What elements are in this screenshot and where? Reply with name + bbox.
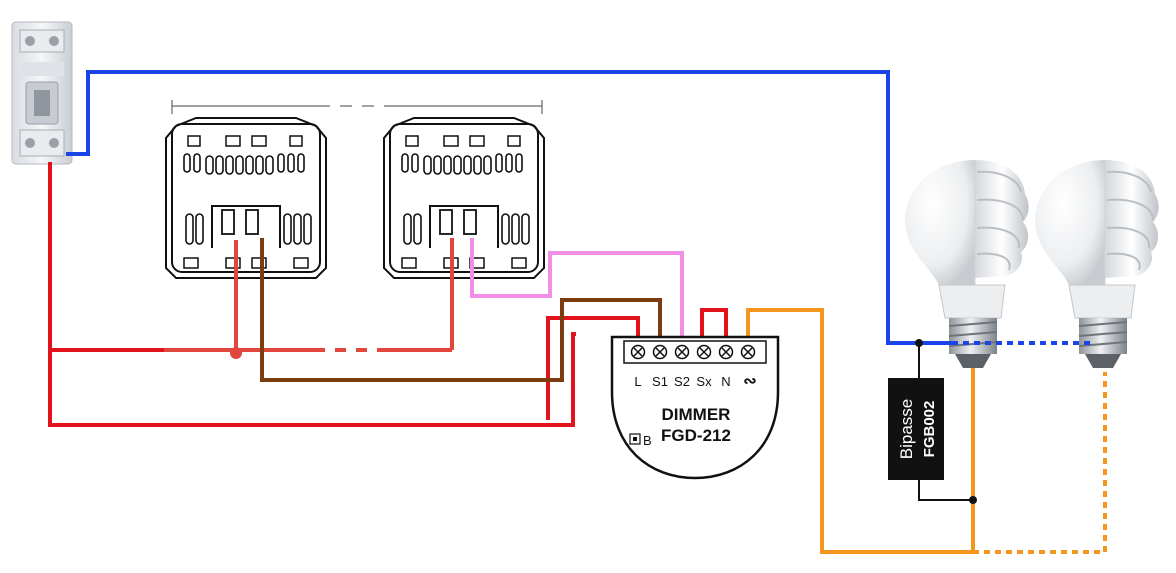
wall-switch-icon <box>383 117 545 279</box>
circuit-breaker-icon <box>11 21 73 165</box>
light-bulb-icon <box>904 159 1030 369</box>
terminal-label-sx: Sx <box>696 374 712 389</box>
dimmer-module: L S1 S2 Sx N ∾ DIMMER FGD-212 B <box>610 335 780 480</box>
dimmer-title: DIMMER <box>662 405 731 424</box>
bypass-module: Bipasse FGB002 <box>888 378 944 480</box>
traveler-wire-pink <box>470 238 684 340</box>
bypass-title: Bipasse <box>897 399 916 459</box>
terminal-label-output: ∾ <box>743 373 756 390</box>
terminal-screws <box>630 344 756 360</box>
dimension-line <box>171 100 543 114</box>
lamp-wire <box>746 308 1107 554</box>
live-wire <box>48 162 728 427</box>
b-button-label: B <box>643 433 652 448</box>
terminal-label-s2: S2 <box>674 374 690 389</box>
traveler-wire-brown <box>260 238 662 382</box>
b-button-dot <box>633 437 637 441</box>
light-bulb-icon <box>1034 159 1160 369</box>
junction-dot <box>969 496 977 504</box>
terminal-label-s1: S1 <box>652 374 668 389</box>
dimmer-model: FGD-212 <box>661 426 731 445</box>
wall-switch-icon <box>165 117 327 279</box>
terminal-label-n: N <box>721 374 730 389</box>
junction-dot <box>230 347 242 359</box>
neutral-wire <box>66 70 1090 345</box>
terminal-label-l: L <box>634 374 641 389</box>
bypass-wire <box>918 480 973 501</box>
bypass-model: FGB002 <box>921 401 938 458</box>
